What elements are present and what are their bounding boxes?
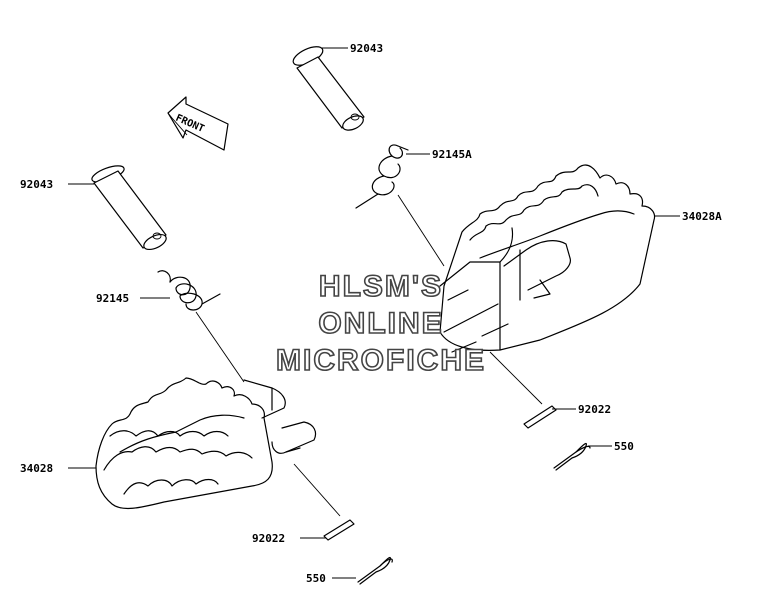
watermark-line-3: MICROFICHE <box>276 344 486 377</box>
watermark: HLSM'S ONLINE MICROFICHE <box>275 269 486 378</box>
clevis-pin-left <box>68 165 167 251</box>
part-label-550-left: 550 <box>306 572 326 585</box>
cotter-pin-left <box>332 556 393 585</box>
torsion-spring-right <box>355 144 445 267</box>
washer-right <box>489 351 576 429</box>
clevis-pin-upper <box>292 46 365 131</box>
watermark-line-2: ONLINE <box>318 307 443 340</box>
part-label-92022-left: 92022 <box>252 532 285 545</box>
part-label-34028a: 34028A <box>682 210 722 223</box>
front-arrow-icon: FRONT <box>167 96 229 151</box>
watermark-line-1: HLSM'S <box>319 270 443 303</box>
part-label-92043-left: 92043 <box>20 178 53 191</box>
footpeg-left <box>68 377 317 510</box>
part-label-92145a: 92145A <box>432 148 472 161</box>
part-label-92043-upper: 92043 <box>350 42 383 55</box>
washer-left <box>293 463 355 541</box>
part-label-92022-right: 92022 <box>578 403 611 416</box>
part-label-92145: 92145 <box>96 292 129 305</box>
cotter-pin-right <box>553 442 612 471</box>
torsion-spring-left <box>140 270 245 383</box>
part-label-34028: 34028 <box>20 462 53 475</box>
footpeg-right <box>439 164 680 353</box>
part-label-550-right: 550 <box>614 440 634 453</box>
